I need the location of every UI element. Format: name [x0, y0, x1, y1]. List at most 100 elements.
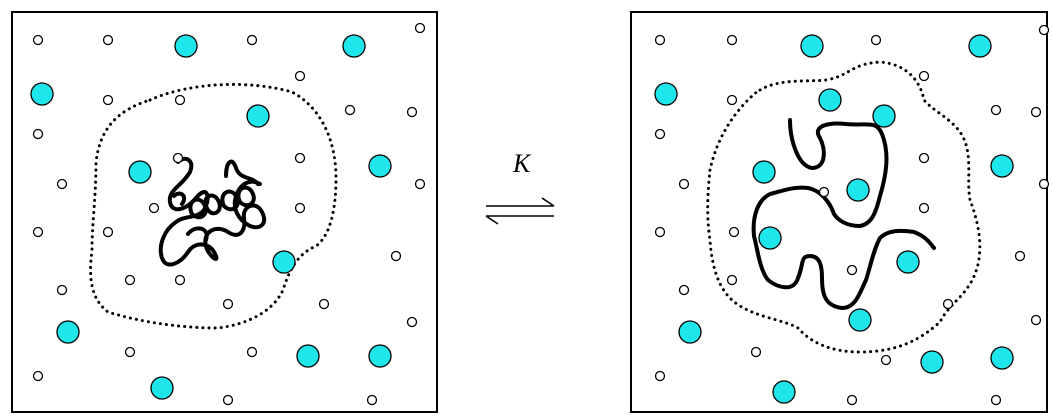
right-panel-expanded-state [630, 11, 1050, 413]
equilibrium-symbol: K [485, 149, 555, 225]
cosolute-molecule [174, 34, 198, 58]
solvent-molecule [56, 284, 68, 296]
solvent-molecule [246, 34, 258, 46]
right-solvent-molecules [654, 24, 1050, 406]
solvent-molecule [870, 34, 882, 46]
solvent-molecule [728, 226, 740, 238]
solvent-molecule [406, 106, 418, 118]
solvent-molecule [102, 226, 114, 238]
solvent-molecule [1038, 178, 1050, 190]
solvent-molecule [174, 94, 186, 106]
solvent-molecule [726, 274, 738, 286]
cosolute-molecule [368, 344, 392, 368]
solvent-molecule [222, 394, 234, 406]
solvent-molecule [294, 152, 306, 164]
solvent-molecule [102, 34, 114, 46]
solvent-molecule [414, 22, 426, 34]
solvent-molecule [918, 202, 930, 214]
right-cosolute-molecules [654, 34, 1014, 404]
cosolute-molecule [968, 34, 992, 58]
cosolute-molecule [246, 104, 270, 128]
cosolute-molecule [848, 308, 872, 332]
solvent-molecule [1030, 106, 1042, 118]
solvent-molecule [56, 178, 68, 190]
solvent-molecule [726, 34, 738, 46]
solvent-molecule [414, 178, 426, 190]
solvent-molecule [1014, 250, 1026, 262]
cosolute-molecule [342, 34, 366, 58]
cosolute-molecule [846, 178, 870, 202]
solvent-molecule [750, 346, 762, 358]
solvent-molecule [32, 370, 44, 382]
cosolute-molecule [800, 34, 824, 58]
solvent-molecule [344, 104, 356, 116]
left-boundary [89, 82, 338, 330]
cosolute-molecule [872, 104, 896, 128]
cosolute-molecule [678, 320, 702, 344]
reverse-arrow [485, 215, 554, 225]
left-collapsed-chain [158, 156, 267, 267]
solvent-molecule [32, 226, 44, 238]
cosolute-molecule [150, 376, 174, 400]
solvent-molecule [654, 226, 666, 238]
solvent-molecule [678, 284, 690, 296]
cosolute-molecule [128, 160, 152, 184]
cosolute-molecule [818, 88, 842, 112]
cosolute-molecule [772, 380, 796, 404]
cosolute-molecule [758, 226, 782, 250]
cosolute-molecule [896, 250, 920, 274]
cosolute-molecule [272, 250, 296, 274]
left-cosolute-molecules [30, 34, 392, 400]
solvent-molecule [222, 298, 234, 310]
cosolute-molecule [920, 350, 944, 374]
solvent-molecule [846, 394, 858, 406]
solvent-molecule [102, 94, 114, 106]
solvent-molecule [172, 152, 184, 164]
cosolute-molecule [368, 154, 392, 178]
solvent-molecule [406, 316, 418, 328]
solvent-molecule [124, 346, 136, 358]
solvent-molecule [654, 370, 666, 382]
cosolute-molecule [752, 160, 776, 184]
cosolute-molecule [990, 154, 1014, 178]
left-panel-frame [11, 11, 438, 413]
solvent-molecule [1030, 314, 1042, 326]
equilibrium-constant-label: K [512, 149, 532, 178]
solvent-molecule [148, 202, 160, 214]
solvent-molecule [942, 298, 954, 310]
solvent-molecule [654, 34, 666, 46]
solvent-molecule [918, 152, 930, 164]
forward-arrow [486, 197, 555, 207]
cosolute-molecule [296, 344, 320, 368]
solvent-molecule [32, 34, 44, 46]
solvent-molecule [174, 274, 186, 286]
solvent-molecule [294, 202, 306, 214]
left-solvent-molecules [32, 22, 426, 406]
cosolute-molecule [990, 346, 1014, 370]
right-panel-frame [630, 11, 1048, 413]
right-boundary [706, 60, 982, 354]
solvent-molecule [726, 94, 738, 106]
solvent-molecule [678, 178, 690, 190]
solvent-molecule [654, 128, 666, 140]
solvent-molecule [124, 274, 136, 286]
cosolute-molecule [654, 82, 678, 106]
solvent-molecule [366, 394, 378, 406]
cosolute-molecule [30, 82, 54, 106]
solvent-molecule [846, 264, 858, 276]
right-extended-chain [751, 118, 936, 310]
solvent-molecule [32, 128, 44, 140]
cosolute-molecule [56, 320, 80, 344]
solvent-molecule [294, 70, 306, 82]
solvent-molecule [880, 354, 892, 366]
solvent-molecule [246, 346, 258, 358]
solvent-molecule [1038, 24, 1050, 36]
left-panel-compact-state [11, 11, 438, 413]
solvent-molecule [818, 186, 830, 198]
solvent-molecule [318, 298, 330, 310]
solvent-molecule [390, 250, 402, 262]
solvent-molecule [918, 70, 930, 82]
solvent-molecule [990, 104, 1002, 116]
solvent-molecule [990, 394, 1002, 406]
